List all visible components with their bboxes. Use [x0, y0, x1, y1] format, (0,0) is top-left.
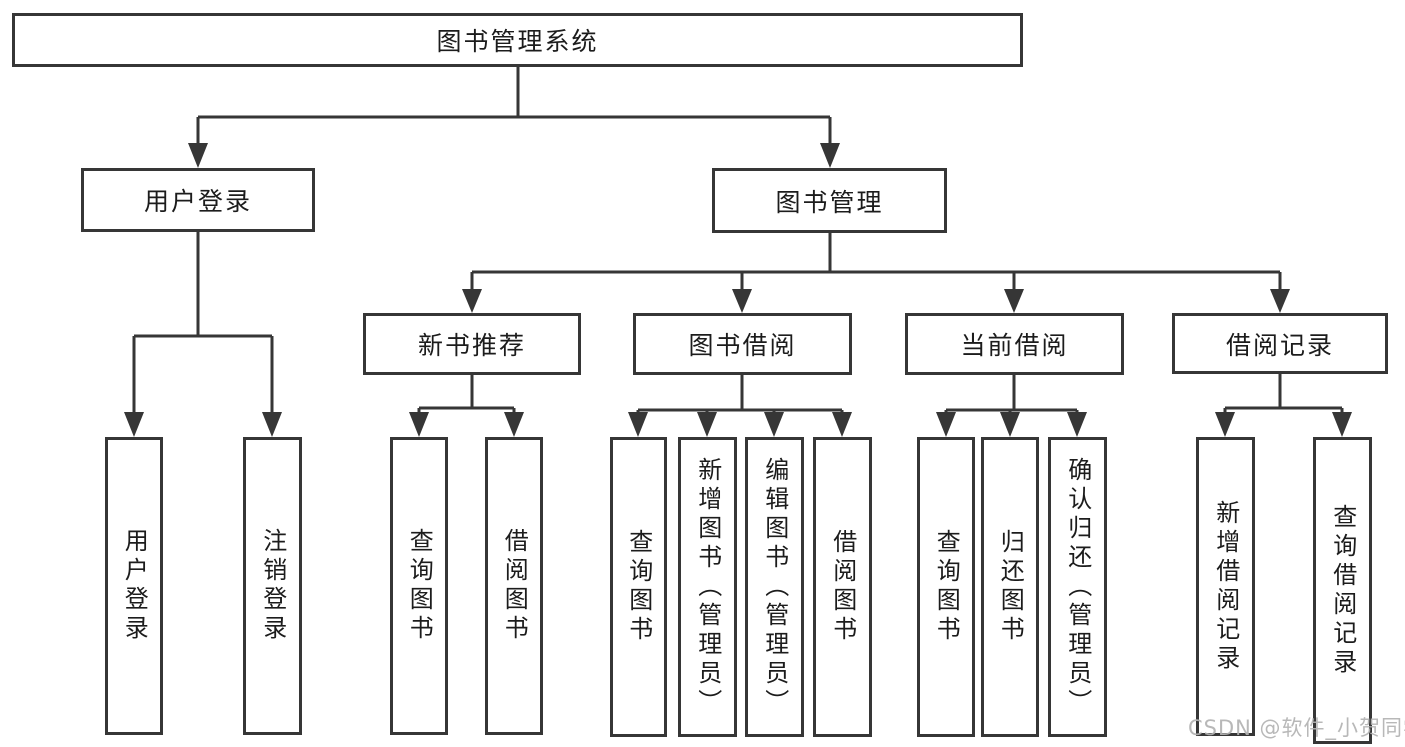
leaf-user-login-label: 用户登录 [120, 528, 149, 644]
leaf-records-add: 新增借阅记录 [1196, 437, 1255, 736]
node-book-management-label: 图书管理 [775, 187, 884, 217]
node-book-borrow: 图书借阅 [633, 313, 852, 375]
leaf-current-query-label: 查询图书 [932, 529, 961, 645]
leaf-borrow-query-label: 查询图书 [624, 529, 653, 645]
leaf-records-add-label: 新增借阅记录 [1211, 499, 1240, 674]
leaf-borrow-query: 查询图书 [610, 437, 667, 737]
node-current-borrow-label: 当前借阅 [960, 331, 1069, 360]
node-user-login: 用户登录 [81, 168, 315, 232]
leaf-borrow-edit: 编辑图书（管理员） [745, 437, 804, 737]
leaf-current-return-label: 归还图书 [996, 529, 1025, 645]
leaf-newbook-query-label: 查询图书 [405, 528, 434, 644]
leaf-borrow-borrow: 借阅图书 [813, 437, 872, 737]
node-user-login-label: 用户登录 [143, 187, 252, 216]
node-borrow-records: 借阅记录 [1172, 313, 1388, 374]
leaf-newbook-query: 查询图书 [390, 437, 448, 735]
leaf-current-confirm-label: 确认归还（管理员） [1063, 456, 1092, 718]
leaf-logout: 注销登录 [243, 437, 302, 735]
csdn-watermark: CSDN @软件_小贺同学 [1188, 716, 1405, 740]
leaf-borrow-add-label: 新增图书（管理员） [693, 456, 722, 718]
leaf-records-query: 查询借阅记录 [1313, 437, 1372, 744]
leaf-borrow-add: 新增图书（管理员） [678, 437, 737, 737]
leaf-newbook-borrow-label: 借阅图书 [500, 528, 529, 644]
leaf-borrow-edit-label: 编辑图书（管理员） [760, 456, 789, 718]
leaf-current-return: 归还图书 [981, 437, 1039, 737]
leaf-borrow-borrow-label: 借阅图书 [828, 529, 857, 645]
leaf-logout-label: 注销登录 [258, 528, 287, 644]
node-borrow-records-label: 借阅记录 [1225, 330, 1334, 360]
node-book-management: 图书管理 [712, 168, 947, 233]
node-root-label: 图书管理系统 [436, 27, 599, 56]
leaf-newbook-borrow: 借阅图书 [485, 437, 543, 735]
leaf-records-query-label: 查询借阅记录 [1328, 503, 1357, 678]
leaf-current-confirm: 确认归还（管理员） [1048, 437, 1107, 737]
leaf-user-login: 用户登录 [105, 437, 163, 735]
node-book-borrow-label: 图书借阅 [688, 331, 797, 360]
leaf-current-query: 查询图书 [917, 437, 975, 737]
node-current-borrow: 当前借阅 [905, 313, 1124, 375]
node-new-book-recommend: 新书推荐 [363, 313, 581, 375]
node-root: 图书管理系统 [12, 13, 1023, 67]
node-new-book-recommend-label: 新书推荐 [417, 331, 526, 360]
